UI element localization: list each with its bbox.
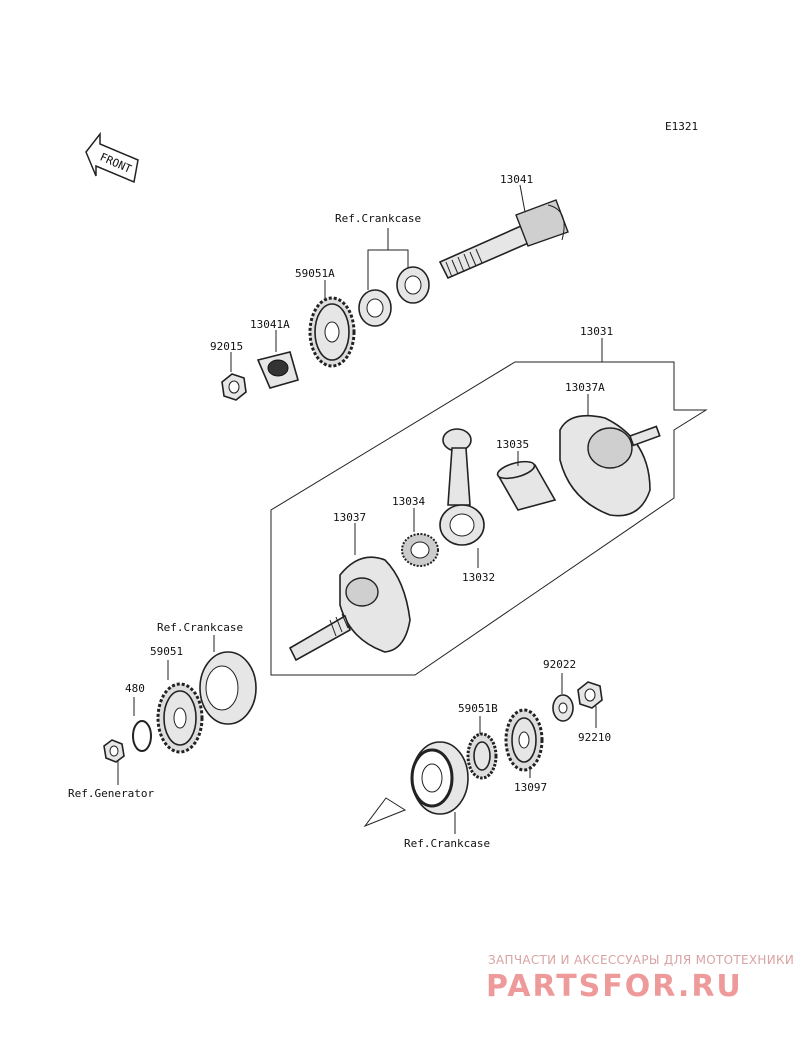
label-13032: 13032 [462, 571, 495, 584]
label-13041: 13041 [500, 173, 533, 186]
label-59051b: 59051B [458, 702, 498, 715]
label-ref-crankcase-left: Ref.Crankcase [157, 621, 243, 634]
label-ref-generator: Ref.Generator [68, 787, 154, 800]
label-92015: 92015 [210, 340, 243, 353]
crankshaft-assembly-frame [270, 361, 708, 676]
weight-13041a [256, 351, 299, 389]
label-59051a: 59051A [295, 267, 335, 280]
diagram-code: E1321 [665, 120, 698, 133]
bearing-left [199, 651, 257, 725]
gear-13097 [504, 708, 544, 772]
gear-59051a [308, 296, 356, 368]
gear-59051 [156, 682, 204, 754]
crank-half-13037a [559, 414, 661, 517]
gear-59051b [466, 732, 498, 780]
front-arrow-icon: FRONT [85, 131, 139, 184]
label-92022: 92022 [543, 658, 576, 671]
watermark-tagline: ЗАПЧАСТИ И АКСЕССУАРЫ ДЛЯ МОТОТЕХНИКИ [488, 953, 794, 967]
label-92210: 92210 [578, 731, 611, 744]
label-13035: 13035 [496, 438, 529, 451]
label-59051: 59051 [150, 645, 183, 658]
leader-13041 [519, 184, 526, 213]
label-13097: 13097 [514, 781, 547, 794]
bearing-top-left [358, 289, 392, 327]
label-13037a: 13037A [565, 381, 605, 394]
nut-92015 [221, 373, 247, 401]
label-13034: 13034 [392, 495, 425, 508]
label-13031: 13031 [580, 325, 613, 338]
label-480: 480 [125, 682, 145, 695]
bottom-axis-arrow [363, 797, 407, 828]
bearing-top-right [396, 266, 430, 304]
balancer-shaft-13041 [438, 199, 569, 280]
watermark-logo: PARTSFOR.RU [486, 969, 743, 1004]
needle-bearing-13034 [401, 533, 439, 567]
leader-ref-crankcase-top [367, 228, 409, 290]
connecting-rod-13032 [439, 428, 485, 546]
label-ref-crankcase-bottom: Ref.Crankcase [404, 837, 490, 850]
circlip-480 [132, 720, 152, 752]
crank-pin-13035 [496, 460, 557, 511]
nut-92210 [577, 681, 603, 709]
bearing-bottom [410, 741, 469, 815]
washer-92022 [552, 694, 574, 722]
label-ref-crankcase-top: Ref.Crankcase [335, 212, 421, 225]
nut-ref-generator [103, 739, 125, 763]
label-13037: 13037 [333, 511, 366, 524]
crank-half-13037 [288, 556, 411, 662]
label-13041a: 13041A [250, 318, 290, 331]
